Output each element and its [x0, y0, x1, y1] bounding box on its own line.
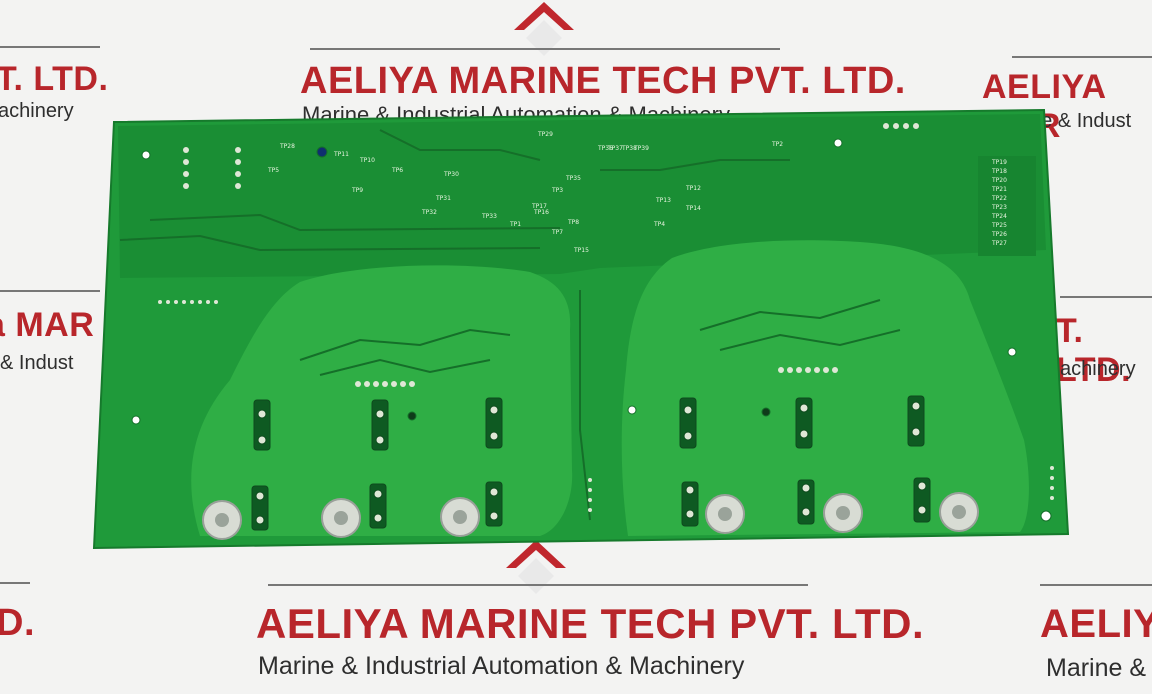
watermark-fragment: T. LTD. — [0, 60, 109, 98]
test-point-label: TP14 — [685, 205, 701, 212]
test-point-label: TP24 — [991, 213, 1007, 220]
watermark-rule — [268, 584, 808, 586]
brand-logo-top — [512, 0, 576, 63]
test-point-label: TP19 — [991, 159, 1007, 166]
test-point-label: TP15 — [573, 247, 589, 254]
watermark-rule — [1012, 56, 1152, 58]
terminal-washer — [939, 492, 979, 532]
test-point-label: TP30 — [443, 171, 459, 178]
mounting-holes — [131, 138, 1052, 522]
test-point-label: TP27 — [991, 240, 1007, 247]
test-point-label: TP18 — [991, 168, 1007, 175]
watermark-company-bottom: AELIYA MARINE TECH PVT. LTD. — [256, 600, 925, 647]
mounting-hole — [1040, 510, 1052, 522]
watermark-tagline-bottom: Marine & Industrial Automation & Machine… — [258, 652, 745, 680]
test-point-label: TP2 — [771, 141, 783, 148]
watermark-fragment: AELIYA — [1040, 602, 1152, 646]
test-point-label: TP7 — [551, 229, 563, 236]
test-point-label: TP1 — [509, 221, 521, 228]
test-point-label: TP29 — [537, 131, 553, 138]
test-point-label: TP28 — [279, 143, 295, 150]
test-point-label: TP36 — [597, 145, 613, 152]
test-point-label: TP16 — [533, 209, 549, 216]
trace-group — [119, 129, 901, 521]
test-point-label: TP23 — [991, 204, 1007, 211]
copper-pour-right — [621, 240, 1029, 536]
watermark-fragment: a MAR — [0, 306, 95, 344]
watermark-fragment: & Indust — [0, 352, 74, 374]
test-point-label: TP22 — [991, 195, 1007, 202]
board-signal-area — [118, 114, 1046, 278]
test-point-label: TP4 — [653, 221, 665, 228]
watermark-company-top: AELIYA MARINE TECH PVT. LTD. — [300, 60, 906, 102]
ic-pad-rows — [158, 123, 1054, 512]
test-point-label: TP38 — [621, 145, 637, 152]
watermark-rule — [1060, 296, 1152, 298]
watermark-fragment: achinery — [0, 100, 74, 122]
mounting-hole — [833, 138, 843, 148]
test-point-label: TP6 — [391, 167, 403, 174]
test-point-label: TP20 — [991, 177, 1007, 184]
terminal-washer — [705, 494, 745, 534]
terminal-washer — [321, 498, 361, 538]
test-point-label: TP9 — [351, 187, 363, 194]
test-point-label: TP33 — [481, 213, 497, 220]
test-point-label: TP5 — [267, 167, 279, 174]
watermark-fragment: achinery — [1060, 358, 1136, 380]
watermark-fragment: Marine & — [1046, 654, 1147, 682]
terminal-washer — [823, 493, 863, 533]
test-point-label: TP3 — [551, 187, 563, 194]
test-point-label: TP11 — [333, 151, 349, 158]
mounting-hole — [141, 150, 151, 160]
terminal-washer — [202, 500, 242, 540]
watermark-fragment: ne & Indust — [1030, 110, 1132, 132]
connector-block-right — [978, 156, 1036, 256]
test-point-label: TP37 — [607, 145, 623, 152]
test-point-label: TP25 — [991, 222, 1007, 229]
mounting-hole — [131, 415, 141, 425]
test-point-label: TP31 — [435, 195, 451, 202]
solder-pads — [251, 395, 931, 531]
test-point-label: TP10 — [359, 157, 375, 164]
watermark-rule — [310, 48, 780, 50]
mounting-hole — [1007, 347, 1017, 357]
test-point-label: TP26 — [991, 231, 1007, 238]
test-point-label: TP21 — [991, 186, 1007, 193]
terminal-washer — [440, 497, 480, 537]
watermark-rule — [0, 46, 100, 48]
watermark-rule — [1040, 584, 1152, 586]
watermark-fragment: T. LTD. — [1056, 312, 1132, 389]
mounting-hole — [627, 405, 637, 415]
watermark-rule — [0, 582, 30, 584]
test-point-label: TP39 — [633, 145, 649, 152]
watermark-fragment: D. — [0, 602, 35, 644]
test-point-label: TP13 — [655, 197, 671, 204]
test-point-label: TP32 — [421, 209, 437, 216]
test-point-label: TP35 — [565, 175, 581, 182]
test-point-label: TP17 — [531, 203, 547, 210]
test-point-label: TP12 — [685, 185, 701, 192]
test-point-label: TP8 — [567, 219, 579, 226]
terminal-washers — [202, 492, 979, 540]
watermark-rule — [0, 290, 100, 292]
